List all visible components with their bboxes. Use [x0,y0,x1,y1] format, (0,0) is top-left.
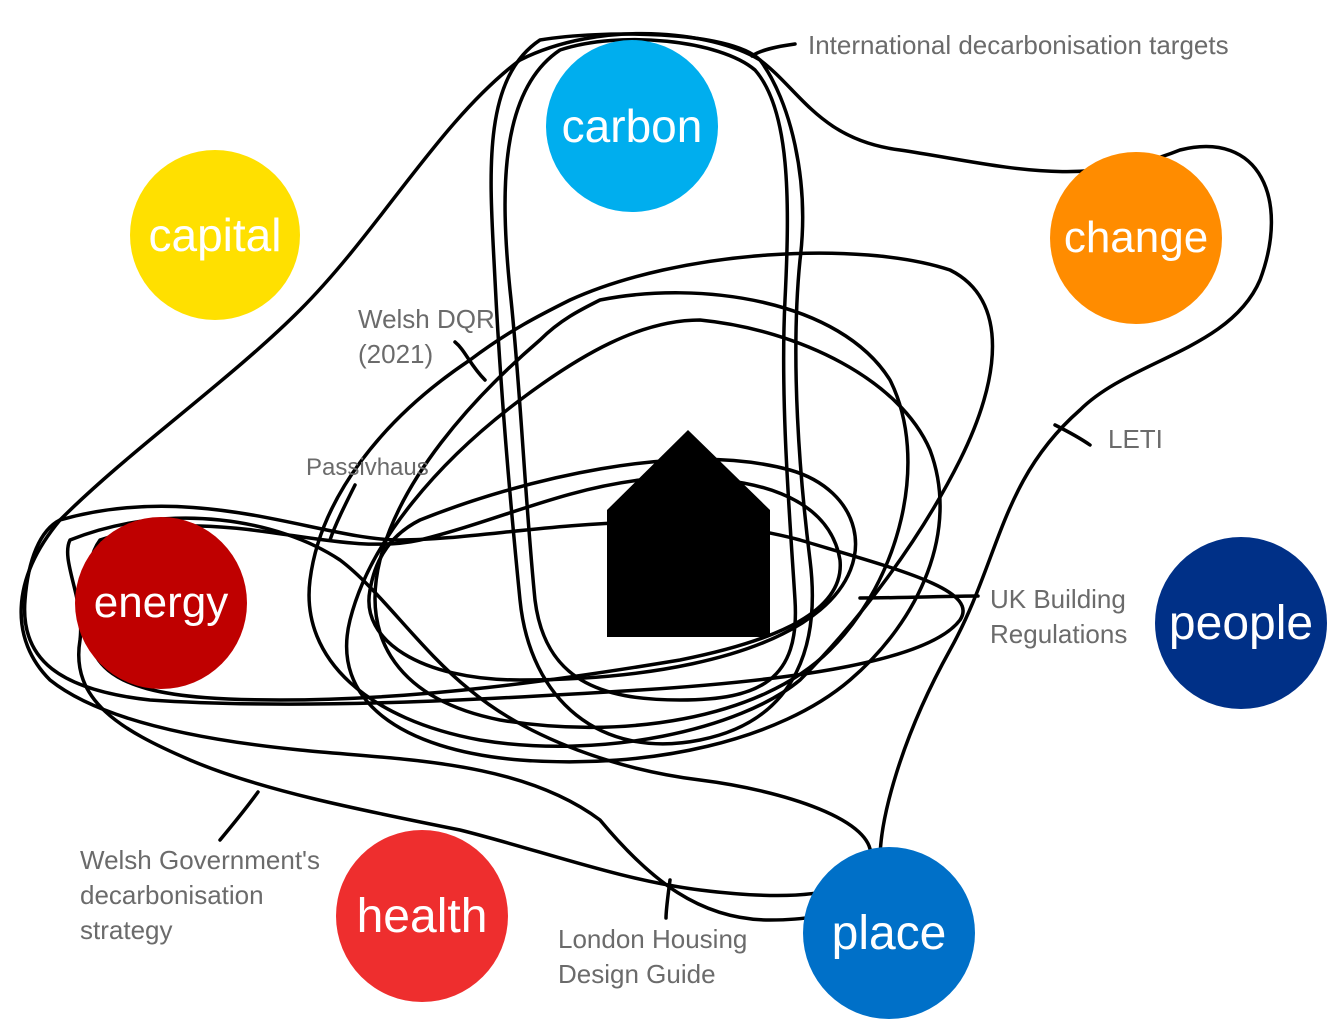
connector-uk-building [858,594,980,600]
label-welsh-gov-line2: decarbonisation [80,880,264,910]
circle-health: health [336,830,508,1002]
circle-energy: energy [75,517,247,689]
label-london-line2: Design Guide [558,959,716,989]
label-passivhaus: Passivhaus [306,450,429,485]
label-welsh-gov-line3: strategy [80,915,173,945]
label-welsh-dqr-line1: Welsh DQR [358,304,495,334]
loop-welsh-dqr [307,251,995,749]
circle-carbon-label: carbon [561,100,703,152]
loop-carbon-2 [503,37,798,702]
circle-change-label: change [1063,213,1209,262]
label-international-text: International decarbonisation targets [808,30,1229,60]
connector-passivhaus [328,483,357,542]
house-icon [607,430,770,637]
connector-international [750,42,797,58]
circle-carbon: carbon [546,40,718,212]
circle-place: place [803,847,975,1019]
label-welsh-dqr: Welsh DQR (2021) [358,302,495,372]
label-welsh-dqr-line2: (2021) [358,339,434,369]
label-leti-text: LETI [1108,424,1163,454]
circle-capital: capital [130,150,300,320]
label-welsh-gov-line1: Welsh Government's [80,845,321,875]
label-passivhaus-text: Passivhaus [306,454,429,481]
circle-health-label: health [356,889,488,943]
circle-place-label: place [831,906,947,960]
label-welsh-gov: Welsh Government's decarbonisation strat… [80,843,320,948]
label-international: International decarbonisation targets [808,28,1229,63]
label-uk-building-line1: UK Building [990,584,1126,614]
label-leti: LETI [1108,422,1163,457]
label-uk-building-line2: Regulations [990,619,1128,649]
circle-energy-label: energy [93,578,229,627]
connector-leti [1053,423,1092,447]
circle-people-label: people [1168,596,1314,650]
label-london-line1: London Housing [558,924,748,954]
label-london: London Housing Design Guide [558,922,747,992]
connector-welsh-gov [218,790,260,842]
connector-welsh-dqr [453,340,487,382]
circle-capital-label: capital [148,209,282,261]
loop-inner-1 [373,291,910,730]
label-uk-building: UK Building Regulations [990,582,1127,652]
connector-london [664,878,672,920]
loop-inner-2 [344,318,942,764]
circle-people: people [1155,537,1327,709]
loop-uk-building [22,504,965,706]
circle-change: change [1050,152,1222,324]
